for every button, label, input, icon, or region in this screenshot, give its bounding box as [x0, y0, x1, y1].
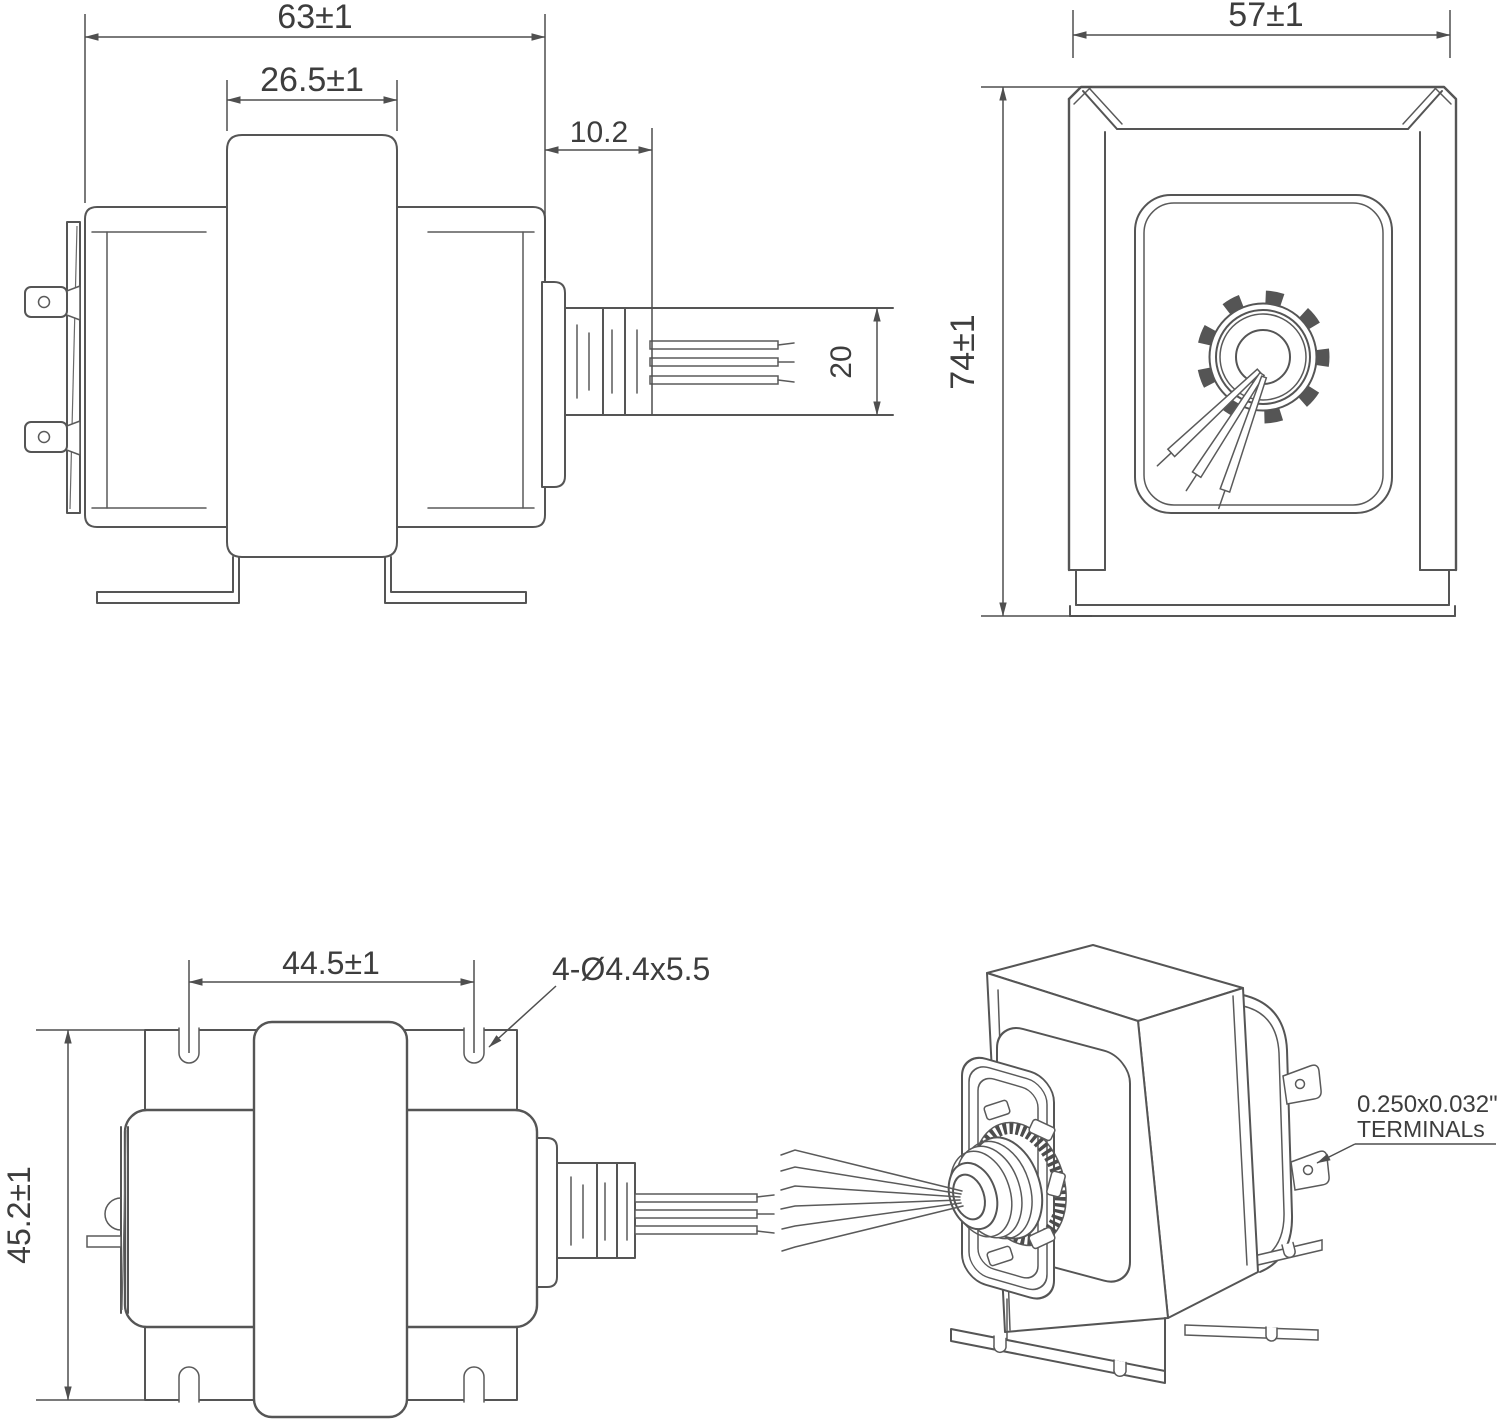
dim-text-63: 63±1: [277, 0, 352, 36]
iso-foot-front: [950, 1298, 1166, 1384]
terminal-word-text: TERMINALs: [1357, 1116, 1485, 1142]
mount-foot-left: [96, 556, 240, 604]
cover-outline: [1067, 85, 1458, 572]
iso-nut-tabs: [983, 1099, 1066, 1267]
lead-wires-side: [649, 340, 795, 385]
front-panel: [1134, 194, 1393, 514]
dim-text-20: 20: [825, 345, 858, 378]
knockout-wires: [1156, 368, 1268, 510]
dim-text-26-5: 26.5±1: [260, 61, 364, 99]
dim-text-slot-spec: 4-Ø4.4x5.5: [552, 951, 710, 987]
dim-text-45-2: 45.2±1: [1, 1166, 37, 1264]
callout-slot-spec: 4-Ø4.4x5.5: [488, 951, 710, 1048]
dim-plate-height: 45.2±1: [1, 1029, 150, 1401]
dim-text-44-5: 44.5±1: [282, 945, 380, 981]
mount-foot-right: [384, 556, 527, 604]
iso-bushing: [947, 1136, 1044, 1240]
dim-front-width: 57±1: [1072, 0, 1451, 58]
lead-wires-bottom: [634, 1193, 775, 1235]
bottom-view: 44.5±1 4-Ø4.4x5.5 45.2±1: [1, 945, 775, 1419]
dim-lead-height: 20: [825, 307, 881, 416]
dim-front-height: 74±1: [944, 86, 1092, 617]
dim-slot-spacing: 44.5±1: [188, 945, 475, 1053]
bobbin-flange: [541, 281, 566, 488]
side-view: 63±1 26.5±1 10.2 20: [24, 0, 894, 604]
bobbin-flange-bottom: [536, 1137, 558, 1288]
iso-wires: [780, 1149, 964, 1252]
terminal-tab-1: [24, 286, 68, 318]
iso-terminal-1: [1282, 1064, 1322, 1105]
terminal-side-details: [86, 1126, 129, 1314]
iso-terminal-2: [1290, 1150, 1330, 1191]
dim-text-10-2: 10.2: [570, 116, 628, 149]
callout-terminals: 0.250x0.032" TERMINALs: [1316, 1091, 1498, 1164]
coil-band-bottom: [252, 1020, 409, 1419]
dim-bushing-length: 10.2: [544, 116, 653, 415]
mount-slot-bottom-left: [178, 1366, 200, 1403]
dim-text-57: 57±1: [1228, 0, 1303, 34]
coil-band: [226, 134, 398, 558]
terminal-hole-1: [37, 295, 51, 309]
dim-overall-width: 63±1: [84, 0, 546, 278]
dim-coil-width: 26.5±1: [226, 61, 398, 131]
terminal-spec-text: 0.250x0.032": [1357, 1091, 1498, 1118]
terminal-hole-2: [37, 430, 51, 444]
iso-foot-back: [1184, 1324, 1319, 1342]
dim-text-74: 74±1: [944, 314, 982, 389]
terminal-tab-2: [24, 421, 68, 453]
mount-slot-bottom-right: [463, 1366, 485, 1403]
front-view: 57±1 74±1: [944, 0, 1458, 617]
knockout-gear: [1196, 290, 1330, 424]
isometric-view: 0.250x0.032" TERMINALs: [780, 944, 1498, 1384]
